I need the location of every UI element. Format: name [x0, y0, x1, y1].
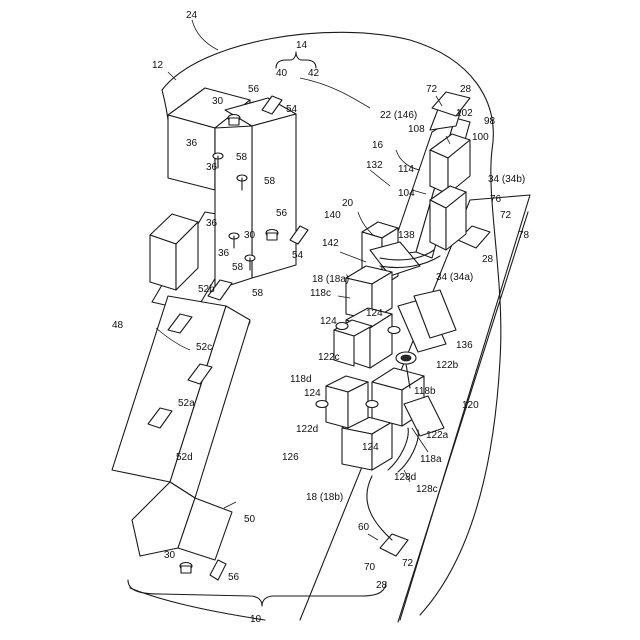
ref-120: 120 [462, 400, 479, 411]
upper-box-left [168, 115, 215, 190]
bolt-124-c [316, 401, 328, 408]
bracket-10 [128, 580, 386, 606]
ref-42: 42 [308, 68, 320, 79]
ref-136: 136 [456, 340, 473, 351]
ref-20: 20 [342, 198, 354, 209]
ref-36-a: 36 [186, 138, 198, 149]
ref-122a: 122a [426, 430, 449, 441]
ref-118b: 118b [414, 386, 436, 397]
ref-16: 16 [372, 140, 384, 151]
ref-40: 40 [276, 68, 288, 79]
ref-52d: 52d [176, 452, 193, 463]
ref-114: 114 [398, 164, 414, 175]
ref-52c: 52c [196, 342, 212, 353]
ref-14: 14 [296, 40, 308, 51]
bolt-30-bot [180, 563, 192, 574]
ref-126: 126 [282, 452, 299, 463]
ref-138: 138 [398, 230, 415, 241]
ref-118a: 118a [420, 454, 442, 465]
bolt-124-b [388, 327, 400, 334]
ref-30-mid: 30 [244, 230, 256, 241]
ref-54-mid: 54 [292, 250, 304, 261]
ref-100: 100 [472, 132, 489, 143]
base-ground-line [130, 588, 265, 620]
ref-36-b: 36 [206, 162, 218, 173]
ref-56-top: 56 [248, 84, 260, 95]
ref-124-b: 124 [366, 308, 383, 319]
ref-72-bot: 72 [402, 558, 414, 569]
ref-76: 76 [490, 194, 502, 205]
ref-56-mid: 56 [276, 208, 288, 219]
ref-56-bot: 56 [228, 572, 240, 583]
ref-118d: 118d [290, 374, 312, 385]
small-box-front [150, 235, 176, 290]
ref-102: 102 [456, 108, 473, 119]
ref-48: 48 [112, 320, 124, 331]
ref-18-18b: 18 (18b) [306, 492, 343, 503]
ref-122d: 122d [296, 424, 318, 435]
ref-128d: 128d [394, 472, 416, 483]
bracket-14 [276, 52, 316, 68]
ref-78: 78 [518, 230, 530, 241]
ref-108: 108 [408, 124, 425, 135]
ref-34-34a: 34 (34a) [436, 272, 473, 283]
ref-28-bot: 28 [376, 580, 388, 591]
bolt-124-a [336, 323, 348, 330]
ref-24: 24 [186, 10, 198, 21]
ref-58-c: 58 [232, 262, 244, 273]
ref-98: 98 [484, 116, 496, 127]
ref-70: 70 [364, 562, 376, 573]
ref-58-d: 58 [252, 288, 264, 299]
cover-box-front [252, 114, 296, 278]
ref-34-34b: 34 (34b) [488, 174, 525, 185]
ref-58-a: 58 [236, 152, 248, 163]
ref-10: 10 [250, 614, 262, 625]
tab-56-bot [210, 560, 226, 580]
ref-50: 50 [244, 514, 256, 525]
ref-122b: 122b [436, 360, 459, 371]
ref-36-d: 36 [218, 248, 230, 259]
ref-60: 60 [358, 522, 370, 533]
ref-58-b: 58 [264, 176, 276, 187]
ref-118c: 118c [310, 288, 331, 299]
ref-36-c: 36 [206, 218, 218, 229]
ref-128c: 128c [416, 484, 438, 495]
bracket-28-bot [380, 534, 408, 556]
ref-22: 22 (146) [380, 110, 417, 121]
ref-124-d: 124 [362, 442, 379, 453]
ref-72-mid: 72 [500, 210, 512, 221]
ref-18-18a: 18 (18a) [312, 274, 349, 285]
ref-122c: 122c [318, 352, 340, 363]
ref-72-top: 72 [426, 84, 438, 95]
ref-124-c: 124 [304, 388, 321, 399]
ref-52b: 52b [198, 284, 215, 295]
relay-122d [326, 376, 368, 428]
ref-30-top: 30 [212, 96, 224, 107]
wire-60 [367, 476, 392, 540]
ref-142: 142 [322, 238, 339, 249]
ref-52a: 52a [178, 398, 195, 409]
ref-12: 12 [152, 60, 164, 71]
ref-30-bot: 30 [164, 550, 176, 561]
ref-132: 132 [366, 160, 383, 171]
ref-124-a: 124 [320, 316, 337, 327]
ref-104: 104 [398, 188, 415, 199]
ref-28-top: 28 [460, 84, 472, 95]
ref-54-top: 54 [286, 104, 298, 115]
bolt-30-top [228, 115, 240, 126]
bolt-30-mid [266, 230, 278, 241]
ref-140: 140 [324, 210, 341, 221]
bolt-124-d [366, 401, 378, 408]
ref-28-mid: 28 [482, 254, 494, 265]
